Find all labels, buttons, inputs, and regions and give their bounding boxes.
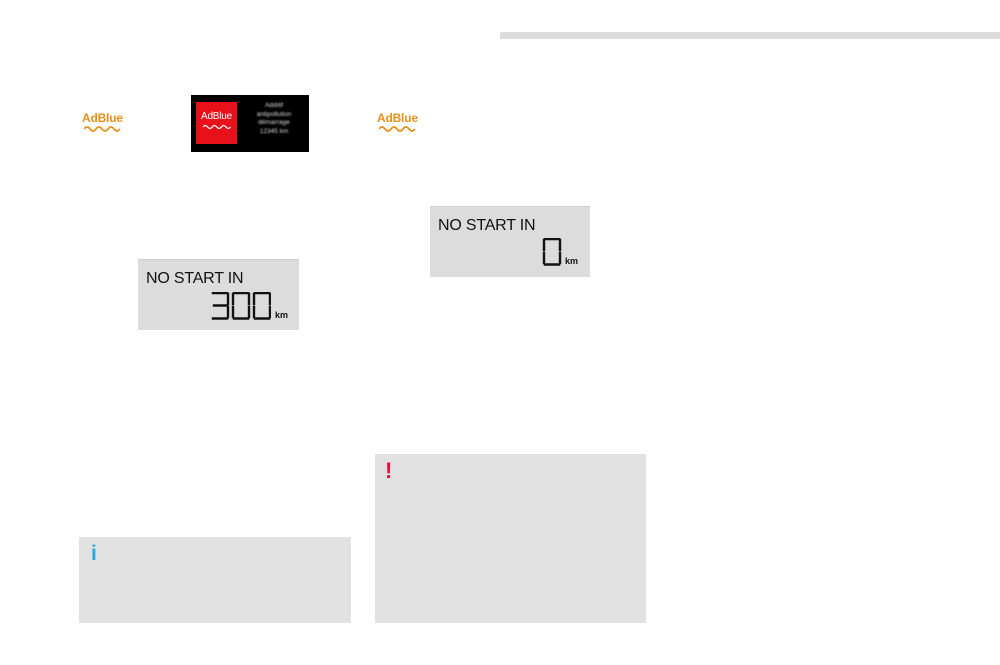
header-rule bbox=[500, 32, 1000, 39]
lcd-no-start-0km: NO START IN km bbox=[430, 206, 590, 277]
warning-note-box: ! bbox=[375, 454, 646, 623]
info-note-box: i bbox=[79, 537, 351, 623]
adblue-waves-icon bbox=[84, 126, 121, 132]
adblue-logo-word: AdBlue bbox=[377, 111, 418, 125]
lcd-no-start-300km: NO START IN km bbox=[138, 259, 299, 330]
lcd-unit: km bbox=[275, 310, 289, 320]
adblue-waves-icon bbox=[379, 126, 416, 132]
adblue-warning-tile: AdBlue bbox=[196, 102, 237, 144]
lcd-unit: km bbox=[565, 256, 579, 266]
adblue-logo-word: AdBlue bbox=[82, 111, 123, 125]
message-line: démarrage bbox=[258, 119, 290, 126]
lcd-label: NO START IN bbox=[438, 217, 536, 234]
lcd-label: NO START IN bbox=[146, 270, 244, 287]
message-line: 12345 km bbox=[259, 127, 289, 135]
warning-tile-word: AdBlue bbox=[200, 111, 233, 122]
lcd-digits bbox=[211, 292, 271, 320]
exclamation-icon: ! bbox=[385, 458, 393, 483]
message-line: Additif bbox=[264, 102, 284, 109]
adblue-warning-display: AdBlue Additif antipollution démarrage 1… bbox=[191, 95, 309, 152]
adblue-waves-icon bbox=[203, 124, 231, 130]
lcd-digits bbox=[542, 238, 562, 266]
warning-display-message: Additif antipollution démarrage 12345 km bbox=[239, 102, 309, 136]
message-line: antipollution bbox=[256, 110, 292, 118]
adblue-logo-left: AdBlue bbox=[82, 112, 130, 134]
info-icon: i bbox=[91, 542, 97, 565]
adblue-logo-right: AdBlue bbox=[377, 112, 425, 134]
